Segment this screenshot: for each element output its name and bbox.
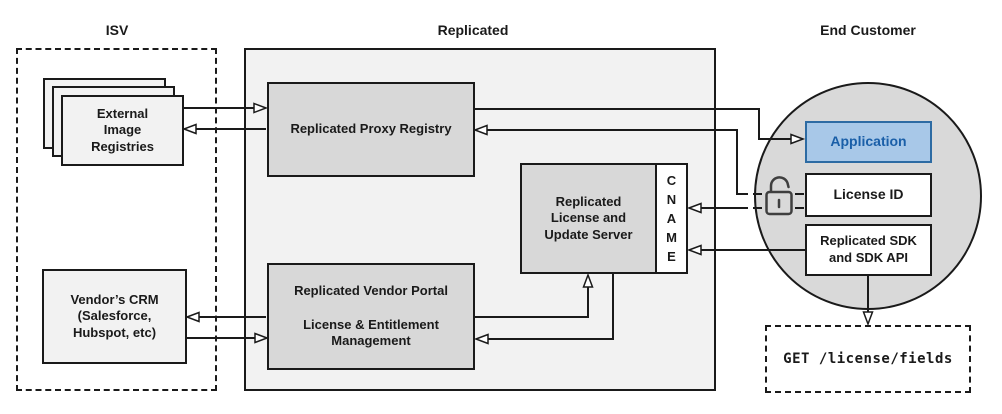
license-update-server-node: Replicated License and Update Server bbox=[520, 163, 657, 274]
replicated-section-label: Replicated bbox=[437, 22, 509, 38]
cname-label: C N A M E bbox=[666, 173, 677, 264]
unlock-icon bbox=[765, 176, 793, 216]
vendor-portal-label: Replicated Vendor Portal License & Entit… bbox=[294, 283, 448, 349]
vendor-crm-label: Vendor’s CRM (Salesforce, Hubspot, etc) bbox=[70, 291, 159, 340]
proxy-registry-node: Replicated Proxy Registry bbox=[267, 82, 475, 177]
vendor-portal-node: Replicated Vendor Portal License & Entit… bbox=[267, 263, 475, 370]
isv-section-label: ISV bbox=[105, 22, 129, 38]
vendor-crm-node: Vendor’s CRM (Salesforce, Hubspot, etc) bbox=[42, 269, 187, 364]
application-label: Application bbox=[830, 133, 907, 150]
get-license-fields-label: GET /license/fields bbox=[783, 351, 953, 367]
get-license-fields-endpoint: GET /license/fields bbox=[765, 325, 971, 393]
end-customer-section-label: End Customer bbox=[820, 22, 916, 38]
cname-strip: C N A M E bbox=[655, 163, 688, 274]
license-id-label: License ID bbox=[833, 186, 904, 203]
proxy-registry-label: Replicated Proxy Registry bbox=[290, 121, 452, 137]
replicated-sdk-node: Replicated SDK and SDK API bbox=[805, 224, 932, 276]
license-id-node: License ID bbox=[805, 173, 932, 217]
license-update-server-label: Replicated License and Update Server bbox=[544, 193, 633, 242]
application-node: Application bbox=[805, 121, 932, 163]
external-image-registries-label: External Image Registries bbox=[91, 105, 154, 154]
external-image-registries-node: External Image Registries bbox=[61, 95, 184, 166]
replicated-sdk-label: Replicated SDK and SDK API bbox=[820, 233, 917, 265]
